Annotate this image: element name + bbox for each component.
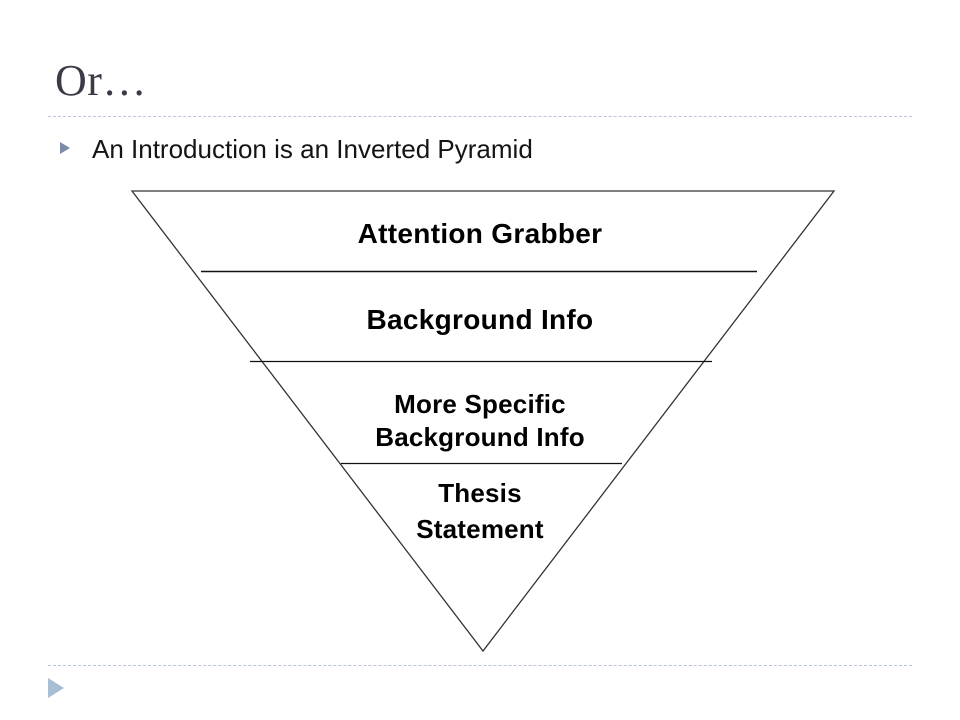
footer-divider: [48, 665, 912, 666]
pyramid-band-label-thesis-line2: Statement: [416, 514, 544, 544]
pyramid-outline: [130, 190, 836, 653]
bullet-item-label: An Introduction is an Inverted Pyramid: [92, 134, 533, 164]
pyramid-band-label-thesis: Thesis Statement: [250, 475, 710, 547]
triangle-advance-icon[interactable]: [48, 678, 64, 698]
pyramid-band-label-more-specific-line1: More Specific: [394, 389, 566, 419]
pyramid-band-label-background-info: Background Info: [366, 304, 594, 335]
triangle-bullet-icon: [60, 142, 76, 154]
pyramid-band-label-thesis-line1: Thesis: [438, 478, 522, 508]
bullet-list-item: An Introduction is an Inverted Pyramid: [60, 133, 533, 165]
title-divider: [48, 116, 912, 117]
page-title: Or…: [55, 56, 147, 105]
pyramid-band-label-more-specific-line2: Background Info: [375, 422, 585, 452]
pyramid-band-label-more-specific: More Specific Background Info: [230, 388, 730, 454]
pyramid-band-label-attention-grabber: Attention Grabber: [357, 218, 603, 249]
